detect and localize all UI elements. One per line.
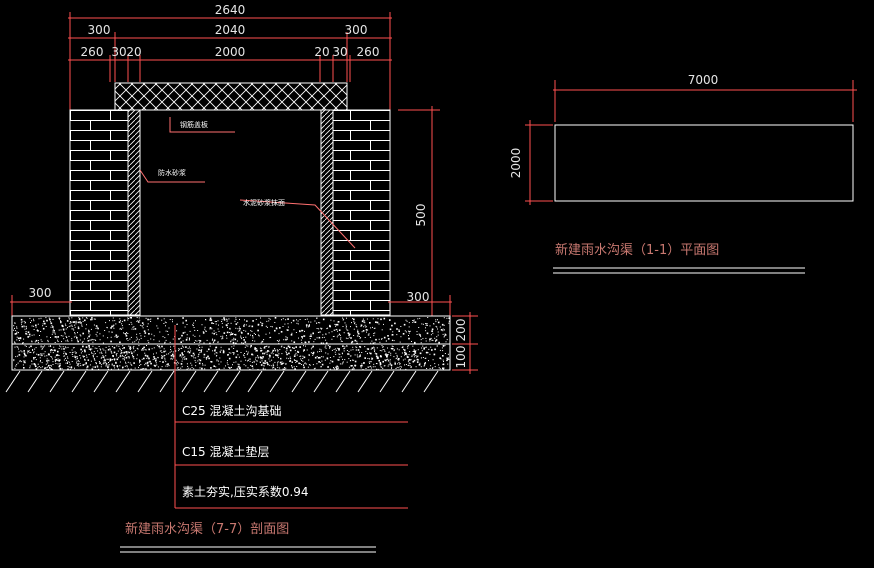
dim-row3-c: 20 — [126, 45, 141, 59]
plan-view-title: 新建雨水沟渠（1-1）平面图 — [555, 242, 719, 258]
layer-legend-leaders — [174, 325, 408, 509]
right-plaster-layer — [320, 109, 334, 316]
dim-row2-left: 300 — [88, 23, 111, 37]
cover-slab[interactable] — [114, 82, 348, 111]
dim-row2-mid: 2040 — [215, 23, 246, 37]
note-cover-slab: 钢筋盖板 — [180, 120, 208, 129]
legend-c25-foundation: C25 混凝土沟基础 — [182, 403, 281, 418]
section-view-title: 新建雨水沟渠（7-7）剖面图 — [125, 521, 289, 537]
left-brick-wall[interactable] — [69, 109, 129, 316]
dim-plan-length: 7000 — [688, 73, 719, 87]
dim-plan-width: 2000 — [509, 148, 523, 179]
compacted-soil-hatch — [5, 370, 439, 393]
plan-dimensions — [525, 80, 857, 205]
foundation-aggregate — [13, 317, 450, 345]
dim-overall-width: 2640 — [215, 3, 246, 17]
dim-row3-d: 2000 — [215, 45, 246, 59]
dim-cushion-thickness: 100 — [454, 346, 468, 369]
plan-view: 7000 2000 新建雨水沟渠（1-1）平面图 — [509, 73, 857, 274]
leader-lines — [139, 117, 356, 249]
dim-wall-height: 500 — [414, 204, 428, 227]
dim-ledge-left: 300 — [29, 286, 52, 300]
legend-c15-cushion: C15 混凝土垫层 — [182, 444, 269, 459]
base-layer-dimensions — [452, 312, 478, 374]
top-dimensions — [68, 12, 392, 110]
height-dimension — [398, 106, 440, 316]
legend-compacted-soil: 素土夯实,压实系数0.94 — [182, 484, 309, 499]
dim-row3-g: 260 — [357, 45, 380, 59]
left-plaster-layer — [127, 109, 141, 316]
ledge-dimensions — [10, 295, 452, 316]
dim-row3-b: 30 — [111, 45, 126, 59]
plan-outline[interactable] — [554, 124, 854, 202]
dim-foundation-thickness: 200 — [454, 319, 468, 342]
dim-row3-e: 20 — [314, 45, 329, 59]
note-plaster: 水泥砂浆抹面 — [243, 198, 285, 207]
section-view: 2640 300 2040 300 260 30 20 2000 20 30 2… — [5, 3, 478, 553]
dim-row3-a: 260 — [81, 45, 104, 59]
dim-ledge-right: 300 — [407, 290, 430, 304]
note-waterproof: 防水砂浆 — [158, 168, 186, 177]
dim-row3-f: 30 — [332, 45, 347, 59]
right-brick-wall[interactable] — [332, 109, 391, 316]
dim-row2-right: 300 — [345, 23, 368, 37]
